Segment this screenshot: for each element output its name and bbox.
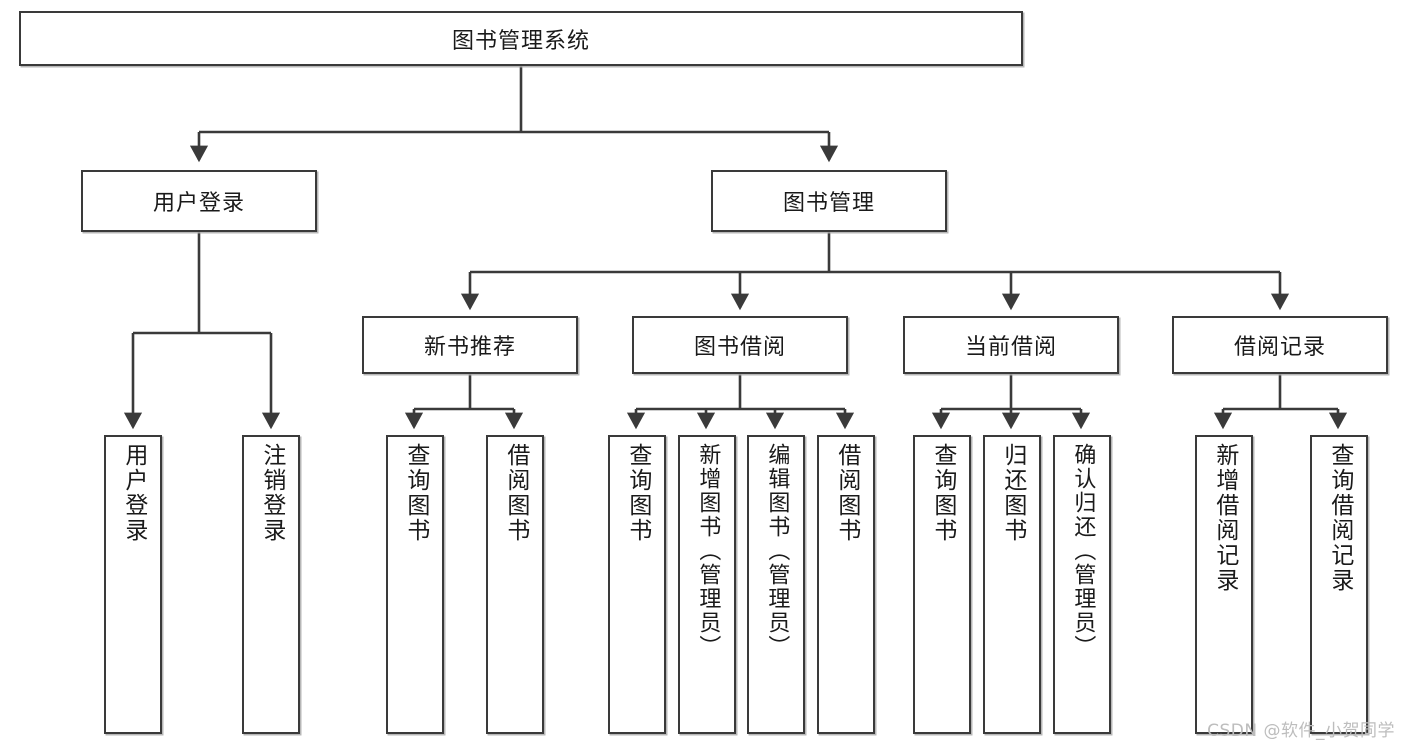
leaf-label: 归还图书: [999, 443, 1026, 543]
leaf-return-book[interactable]: 归还图书: [983, 435, 1041, 734]
node-label: 借阅记录: [1233, 335, 1326, 360]
node-label: 图书管理系统: [451, 28, 590, 54]
leaf-label: 借阅图书: [833, 443, 860, 543]
node-user-login[interactable]: 用户登录: [81, 170, 317, 232]
leaf-edit-book[interactable]: 编辑图书（管理员）: [747, 435, 805, 734]
leaf-label: 编辑图书（管理员）: [764, 443, 790, 659]
node-label: 当前借阅: [964, 335, 1057, 360]
leaf-label: 查询图书: [402, 443, 429, 543]
leaf-label: 查询借阅记录: [1326, 443, 1353, 593]
node-system-root[interactable]: 图书管理系统: [19, 11, 1023, 66]
node-borrow-record[interactable]: 借阅记录: [1172, 316, 1388, 374]
leaf-borrow-book-2[interactable]: 借阅图书: [817, 435, 875, 734]
leaf-label: 用户登录: [120, 443, 147, 543]
csdn-watermark: CSDN @软件_小贺同学: [1207, 721, 1395, 741]
leaf-query-borrow-record[interactable]: 查询借阅记录: [1310, 435, 1368, 734]
leaf-label: 查询图书: [929, 443, 956, 543]
node-current-borrow[interactable]: 当前借阅: [903, 316, 1119, 374]
leaf-label: 新增图书（管理员）: [695, 443, 721, 659]
node-label: 图书借阅: [693, 335, 786, 360]
leaf-label: 注销登录: [258, 443, 285, 543]
node-label: 用户登录: [152, 191, 245, 216]
node-label: 图书管理: [782, 191, 875, 216]
leaf-query-book-2[interactable]: 查询图书: [608, 435, 666, 734]
node-book-borrow[interactable]: 图书借阅: [632, 316, 848, 374]
node-book-management[interactable]: 图书管理: [711, 170, 947, 232]
node-label: 新书推荐: [423, 335, 516, 360]
leaf-label: 查询图书: [624, 443, 651, 543]
leaf-logout-login[interactable]: 注销登录: [242, 435, 300, 734]
leaf-user-login[interactable]: 用户登录: [104, 435, 162, 734]
leaf-label: 确认归还（管理员）: [1070, 443, 1096, 659]
leaf-add-borrow-record[interactable]: 新增借阅记录: [1195, 435, 1253, 734]
leaf-query-book-1[interactable]: 查询图书: [386, 435, 444, 734]
leaf-query-book-3[interactable]: 查询图书: [913, 435, 971, 734]
leaf-confirm-return[interactable]: 确认归还（管理员）: [1053, 435, 1111, 734]
node-new-book-recommend[interactable]: 新书推荐: [362, 316, 578, 374]
leaf-label: 新增借阅记录: [1211, 443, 1238, 593]
leaf-add-book[interactable]: 新增图书（管理员）: [678, 435, 736, 734]
leaf-label: 借阅图书: [502, 443, 529, 543]
leaf-borrow-book-1[interactable]: 借阅图书: [486, 435, 544, 734]
